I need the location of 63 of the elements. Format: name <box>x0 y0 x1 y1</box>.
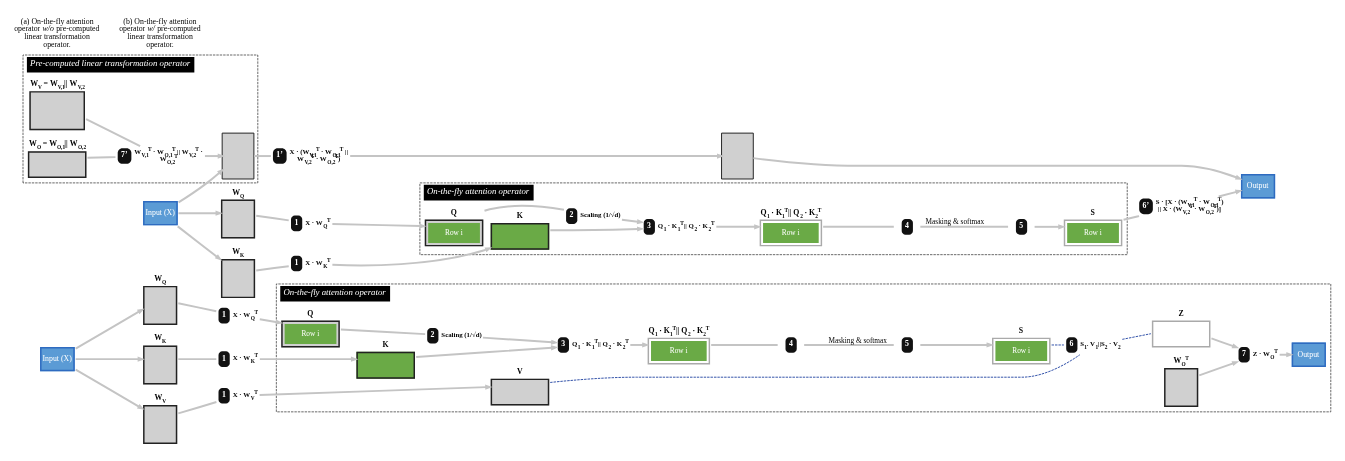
node-label: W$_{V}$ <box>154 393 167 405</box>
arrow <box>258 356 359 362</box>
arrow <box>1033 224 1066 230</box>
arrow <box>620 218 645 225</box>
arrow <box>176 225 223 261</box>
node-label: W$_{Q}$ <box>154 273 167 285</box>
node-label: W$_{O}$ = W$_{O,1}$|| W$_{O,2}$ <box>29 139 87 151</box>
label: (a) On-the-fly attention operator w/o pre-computed linear transformation operator. <box>14 16 100 50</box>
arrow <box>331 222 427 229</box>
node-label: S <box>1090 207 1095 217</box>
connector <box>177 302 218 313</box>
edge-label: Masking & softmax <box>828 335 887 345</box>
connector <box>822 225 895 228</box>
arrow <box>177 168 225 204</box>
node-label: Q <box>307 308 314 318</box>
arrow <box>919 342 994 348</box>
node-box <box>221 132 255 180</box>
node-label: K <box>516 210 523 220</box>
arrow <box>177 210 223 216</box>
arrow <box>752 157 1243 180</box>
arrow <box>1198 361 1240 377</box>
node-label: V <box>517 366 523 376</box>
connector <box>339 328 427 336</box>
connector <box>803 344 895 346</box>
arrow <box>1217 189 1243 198</box>
connector <box>255 214 290 222</box>
connector <box>255 265 290 272</box>
connector <box>1121 333 1152 340</box>
arrow <box>203 153 226 159</box>
connector <box>177 358 218 361</box>
arrow <box>331 247 493 267</box>
arrow <box>415 345 559 359</box>
node-label: Q <box>450 207 457 217</box>
edge-label: Masking & softmax <box>925 217 985 227</box>
connector <box>483 204 565 212</box>
connector <box>253 155 272 158</box>
arrow <box>74 356 145 362</box>
arrow <box>74 308 145 350</box>
connector <box>710 344 779 346</box>
node-label: W$_{Q}$ <box>232 187 245 199</box>
arrow <box>549 226 645 232</box>
arrow <box>715 224 762 230</box>
node-label: S <box>1018 325 1024 335</box>
connector <box>85 118 142 148</box>
connector <box>549 354 1081 383</box>
connector <box>919 225 1010 228</box>
arrow <box>258 384 493 396</box>
arrow <box>258 318 284 325</box>
node-label: W$_{K}$ <box>154 333 167 345</box>
connector <box>177 401 218 415</box>
node-label: W$_{V}$ = W$_{V,1}$|| W$_{V,2}$ <box>30 79 85 91</box>
arrow <box>1210 337 1240 349</box>
arrow <box>629 342 650 348</box>
node-label: W$_{K}$ <box>232 247 245 259</box>
node-label: K <box>382 339 389 349</box>
arrow <box>74 368 145 410</box>
connector <box>1122 215 1141 221</box>
node-box <box>721 132 754 180</box>
connector <box>86 156 117 159</box>
arrow <box>481 336 559 345</box>
node-label: Z <box>1178 308 1184 318</box>
label: (b) On-the-fly attention operator w/ pre-computed linear transformation operator. <box>119 16 201 50</box>
arrow <box>349 153 725 159</box>
